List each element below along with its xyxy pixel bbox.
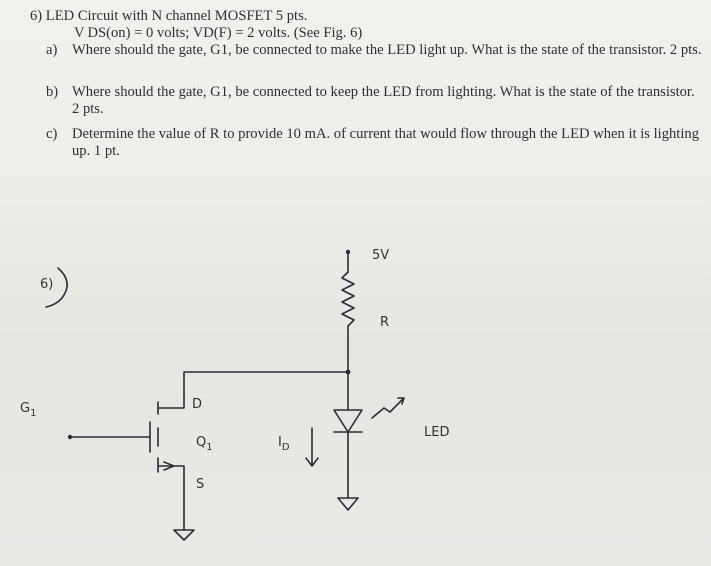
part-a-text: Where should the gate, G1, be connected … xyxy=(72,42,702,58)
given-values: V DS(on) = 0 volts; VD(F) = 2 volts. (Se… xyxy=(74,25,363,41)
part-b-label: b) xyxy=(46,84,59,100)
led-label: LED xyxy=(424,425,449,440)
led-diode-icon xyxy=(333,409,363,433)
source-ground-icon xyxy=(173,529,195,541)
drain-wire xyxy=(183,371,349,395)
resistor xyxy=(341,271,355,373)
figure-number: 6) xyxy=(40,277,53,292)
question-title: 6) LED Circuit with N channel MOSFET 5 p… xyxy=(30,8,308,24)
drain-label: D xyxy=(192,397,202,412)
part-b-text: Where should the gate, G1, be connected … xyxy=(72,84,695,117)
led-ground-icon xyxy=(337,497,359,511)
part-c-text: Determine the value of R to provide 10 m… xyxy=(72,126,699,159)
supply-label: 5V xyxy=(372,248,389,263)
part-c-label: c) xyxy=(46,126,58,142)
supply-terminal xyxy=(345,249,351,255)
gate-label: G1 xyxy=(20,401,36,419)
transistor-label: Q1 xyxy=(196,435,213,453)
source-label: S xyxy=(196,477,204,492)
resistor-label: R xyxy=(380,315,389,330)
part-a-label: a) xyxy=(46,42,58,58)
mosfet-source-lead xyxy=(157,465,185,531)
current-label: ID xyxy=(278,435,290,453)
mosfet-drain-lead xyxy=(157,393,185,409)
current-arrow-icon xyxy=(305,427,319,467)
light-emission-icon xyxy=(371,397,405,419)
mosfet-arrow xyxy=(163,461,175,471)
gate-terminal xyxy=(67,434,73,440)
figure-number-curl xyxy=(45,267,68,308)
